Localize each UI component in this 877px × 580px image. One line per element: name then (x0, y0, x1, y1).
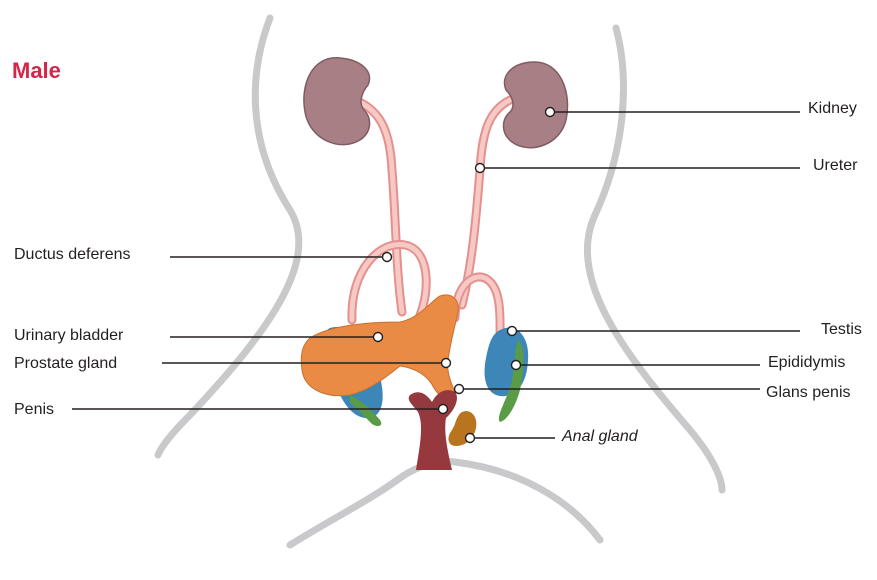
label-urinary-bladder: Urinary bladder (14, 327, 124, 344)
label-anal-gland: Anal gland (561, 428, 639, 445)
label-ureter: Ureter (813, 157, 858, 174)
dot-kidney (546, 108, 555, 117)
penis (409, 390, 457, 470)
dot-prostate-gland (442, 359, 451, 368)
label-epididymis: Epididymis (768, 354, 845, 371)
left-kidney (304, 58, 370, 145)
label-ductus-deferens: Ductus deferens (14, 246, 131, 263)
right-kidney (504, 62, 568, 148)
label-penis: Penis (14, 401, 54, 418)
leaders-right (459, 112, 800, 438)
label-kidney: Kidney (808, 100, 857, 117)
dot-penis (439, 405, 448, 414)
dot-glans-penis (455, 385, 464, 394)
dot-ductus-deferens (383, 253, 392, 262)
label-prostate-gland: Prostate gland (14, 355, 117, 372)
dot-epididymis (512, 361, 521, 370)
dot-testis (508, 327, 517, 336)
label-testis: Testis (821, 321, 862, 338)
label-glans-penis: Glans penis (766, 384, 851, 401)
dot-ureter (476, 164, 485, 173)
dot-urinary-bladder (374, 333, 383, 342)
dot-anal-gland (466, 434, 475, 443)
diagram-title: Male (12, 58, 61, 83)
